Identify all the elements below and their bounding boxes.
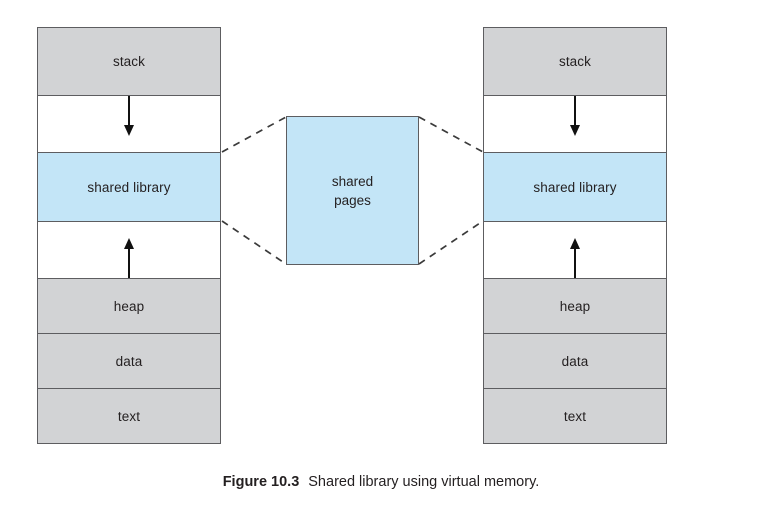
right-segment-text-label: text bbox=[563, 408, 587, 424]
right-segment-stack-label: stack bbox=[558, 54, 591, 69]
left-segment-gap-upper bbox=[37, 95, 221, 153]
left-lower-connector bbox=[221, 220, 287, 265]
left-segment-gap-lower bbox=[37, 221, 221, 279]
right-segment-data: data bbox=[483, 333, 667, 389]
shared-pages-label-line2: pages bbox=[334, 192, 371, 208]
left-segment-text: text bbox=[37, 388, 221, 444]
figure-caption-text: Shared library using virtual memory. bbox=[308, 474, 540, 490]
right-segment-heap: heap bbox=[483, 278, 667, 334]
right-segment-heap-label: heap bbox=[559, 298, 591, 314]
left-segment-text-label: text bbox=[117, 408, 141, 424]
right-segment-gap-lower bbox=[483, 221, 667, 279]
right-segment-shared-library: shared library bbox=[483, 152, 667, 222]
left-segment-data: data bbox=[37, 333, 221, 389]
shared-pages-label-line1: shared bbox=[331, 173, 374, 189]
right-segment-text: text bbox=[483, 388, 667, 444]
left-segment-data-label: data bbox=[115, 353, 143, 369]
left-segment-shared-library-label: shared library bbox=[87, 179, 171, 195]
figure-caption-label: Figure 10.3 bbox=[222, 474, 300, 490]
left-segment-heap: heap bbox=[37, 278, 221, 334]
right-segment-data-label: data bbox=[561, 353, 589, 369]
left-segment-shared-library: shared library bbox=[37, 152, 221, 222]
left-segment-stack-label: stack bbox=[112, 54, 145, 69]
right-segment-gap-upper bbox=[483, 95, 667, 153]
shared-pages-box: shared pages bbox=[286, 116, 419, 265]
right-segment-shared-library-label: shared library bbox=[533, 179, 617, 195]
left-upper-connector bbox=[221, 116, 287, 153]
right-upper-connector bbox=[418, 116, 484, 153]
right-segment-stack: stack bbox=[483, 27, 667, 96]
left-segment-heap-label: heap bbox=[113, 298, 145, 314]
figure-caption: Figure 10.3 Shared library using virtual … bbox=[0, 474, 762, 490]
right-lower-connector bbox=[418, 220, 484, 265]
left-segment-stack: stack bbox=[37, 27, 221, 96]
